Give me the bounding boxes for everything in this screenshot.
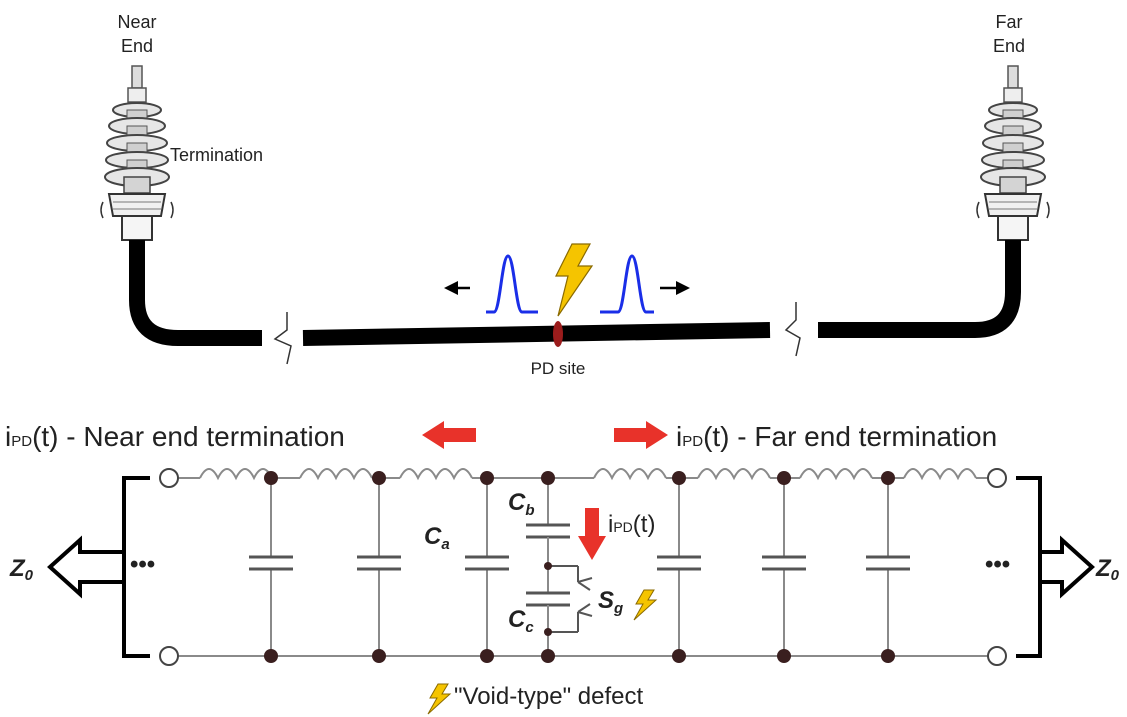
shunt-capacitor-ca — [463, 478, 511, 656]
near-end-termination-insulator — [100, 65, 174, 241]
void-lightning-icon — [427, 683, 451, 715]
shunt-capacitor-1 — [247, 478, 295, 656]
near-cable-section — [129, 240, 262, 346]
bracket-right — [1016, 476, 1042, 658]
cb-label: Cb — [508, 489, 535, 519]
top-rail — [178, 468, 988, 481]
far-cable-section — [818, 240, 1021, 338]
terminal-right-top — [987, 468, 1007, 488]
termination-label: Termination — [170, 145, 263, 165]
cc-label: Cc — [508, 606, 534, 636]
svg-text:End: End — [993, 36, 1025, 56]
ca-label: Ca — [424, 523, 450, 553]
terminal-left-bottom — [159, 646, 179, 666]
center-current-red-arrow — [578, 508, 606, 560]
shunt-capacitor-5 — [760, 478, 808, 656]
middle-cable-section — [302, 322, 771, 346]
pd-site-marker — [553, 321, 563, 347]
shunt-capacitor-6 — [864, 478, 912, 656]
z0-right-arrow-icon — [1042, 535, 1095, 599]
far-end-label: Far End — [993, 12, 1025, 56]
near-current-red-arrow — [422, 421, 476, 449]
sg-label: Sg — [598, 587, 623, 617]
ellipsis-left: ••• — [130, 551, 155, 578]
bracket-left — [122, 476, 150, 658]
pulse-right — [600, 254, 654, 314]
far-end-termination-insulator — [976, 65, 1050, 241]
near-end-label: Near End — [117, 12, 156, 56]
void-defect-branch — [524, 478, 593, 656]
terminal-left-top — [159, 468, 179, 488]
discharge-lightning-icon — [555, 243, 594, 317]
near-end-current-label: iPD(t) - Near end termination — [5, 421, 345, 452]
ellipsis-right: ••• — [985, 551, 1010, 578]
far-current-red-arrow — [614, 421, 668, 449]
break-symbol-right — [784, 302, 801, 357]
terminal-right-bottom — [987, 646, 1007, 666]
sg-lightning-icon — [633, 589, 657, 621]
z0-left-label: Z0 — [9, 555, 34, 584]
z0-right-label: Z0 — [1095, 555, 1120, 584]
circuit-nodes — [264, 471, 895, 663]
center-current-label: iPD(t) — [608, 511, 655, 538]
shunt-capacitor-4 — [655, 478, 703, 656]
propagation-arrow-right — [660, 281, 690, 295]
propagation-arrow-left — [444, 281, 470, 295]
far-end-current-label: iPD(t) - Far end termination — [676, 421, 997, 452]
svg-text:Far: Far — [996, 12, 1023, 32]
shunt-capacitor-2 — [355, 478, 403, 656]
svg-text:Near: Near — [117, 12, 156, 32]
pd-site-label: PD site — [531, 359, 586, 378]
void-defect-label: "Void-type" defect — [454, 683, 643, 710]
svg-text:End: End — [121, 36, 153, 56]
z0-left-arrow-icon — [47, 535, 122, 599]
pulse-left — [486, 254, 538, 314]
break-symbol-left — [273, 312, 292, 365]
